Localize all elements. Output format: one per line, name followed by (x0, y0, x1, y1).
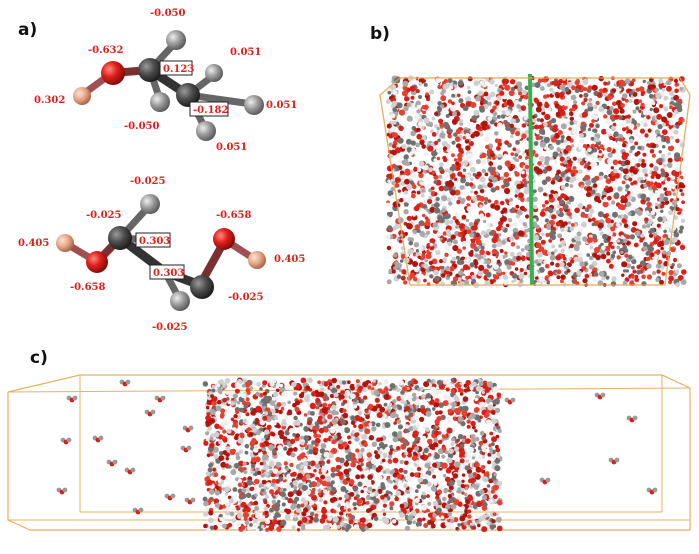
carbon-atom (176, 83, 200, 107)
charge-label: -0.658 (70, 282, 106, 293)
charge-label: 0.051 (266, 100, 297, 111)
charge-label: 0.302 (34, 95, 65, 106)
hydrogen-atom (140, 194, 160, 214)
carbon-atom (108, 226, 132, 250)
simulation-box-b (379, 73, 691, 288)
hydrogen-atom (244, 95, 264, 115)
oxygen-atom (213, 228, 235, 250)
charge-label: -0.025 (152, 322, 188, 333)
hydrogen-atom (170, 291, 190, 311)
hydrogen-atom (150, 92, 170, 112)
charge-label: -0.050 (124, 121, 160, 132)
charge-label: 0.051 (216, 142, 247, 153)
carbon-atom (138, 58, 162, 82)
panel-b-label: b) (370, 24, 390, 44)
charge-label: -0.025 (228, 292, 264, 303)
charge-label: -0.632 (88, 45, 124, 56)
charge-label: -0.025 (86, 210, 122, 221)
hydrogen-atom (73, 87, 91, 105)
simulation-box-c (7, 374, 691, 533)
charge-label: 0.123 (163, 64, 194, 75)
hydrogen-atom (248, 251, 266, 269)
molecule-top: -0.050 -0.632 0.302 0.123 -0.050 0.051 -… (34, 8, 297, 153)
hydrogen-atom (56, 234, 74, 252)
carbon-atom (190, 275, 214, 299)
hydrogen-atom (205, 64, 223, 82)
oxygen-atom (86, 251, 108, 273)
charge-label: -0.182 (193, 105, 229, 116)
charge-label: -0.025 (130, 176, 166, 187)
interface-plane (528, 73, 534, 286)
panel-a-label: a) (18, 20, 38, 40)
hydrogen-atom (166, 30, 186, 50)
charge-label: -0.050 (150, 8, 186, 19)
panel-c-label: c) (30, 348, 48, 368)
charge-label: 0.405 (274, 254, 305, 265)
charge-label: 0.051 (230, 47, 261, 58)
molecule-bottom: -0.025 -0.025 0.303 -0.658 0.405 0.405 -… (18, 176, 305, 333)
charge-label: -0.658 (216, 210, 252, 221)
oxygen-atom (101, 61, 125, 85)
charge-label: 0.303 (139, 236, 170, 247)
hydrogen-atom (196, 121, 216, 141)
charge-label: 0.303 (153, 268, 184, 279)
charge-label: 0.405 (18, 238, 49, 249)
